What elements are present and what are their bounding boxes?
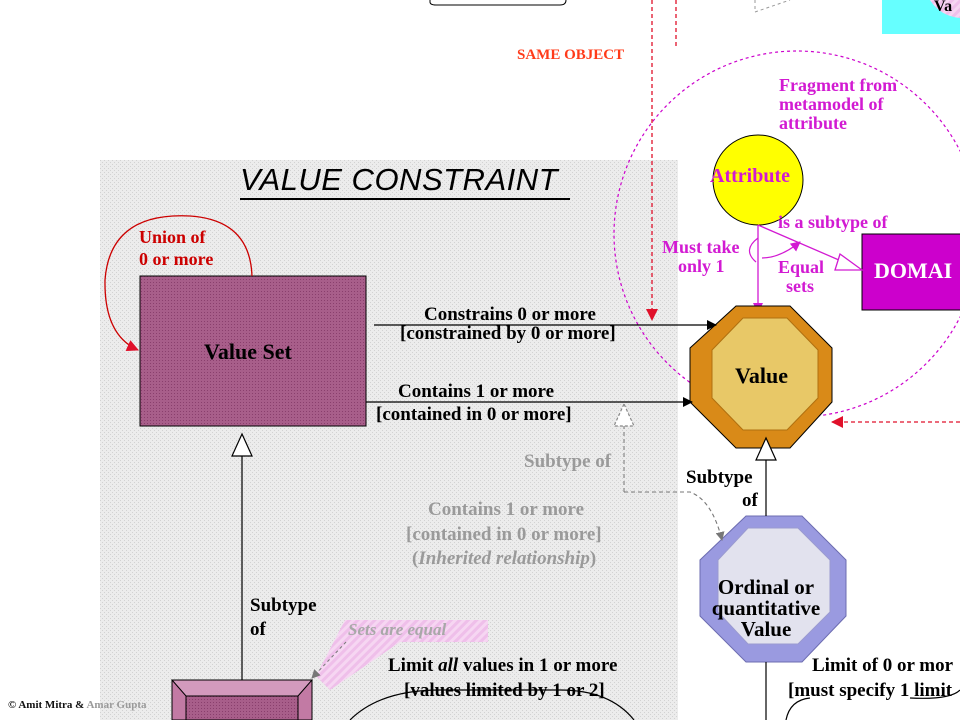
contains-label-2: [contained in 0 or more] — [376, 404, 572, 425]
subtype-left-label-1: Subtype — [250, 595, 317, 616]
value-octagon — [711, 317, 819, 431]
limit-of-arc — [785, 697, 811, 720]
ordinal-octagon — [717, 527, 831, 645]
value-set-box — [139, 275, 367, 427]
equal-sets-label-1: Equal — [778, 257, 825, 277]
constrains-label-1: Constrains 0 or more — [424, 304, 596, 325]
equal-sets-label-2: sets — [786, 276, 814, 296]
value-constraint-title: VALUE CONSTRAINT — [240, 162, 559, 197]
inherited-label-1: Contains 1 or more — [428, 499, 585, 520]
subtype-right-label-2: of — [742, 490, 758, 511]
ordinal-label-2: quantitative — [711, 596, 821, 620]
ordinal-subtype-triangle — [755, 436, 777, 461]
union-label-2: 0 or more — [139, 249, 214, 269]
footer-faded-name: Amar Gupta — [86, 699, 147, 711]
lower-box-top — [170, 679, 314, 697]
limit-all-arc — [349, 689, 635, 720]
fragment-label-1: Fragment from — [779, 75, 898, 95]
attribute-label: Attribute — [710, 165, 790, 187]
inherited-arrow — [624, 491, 725, 541]
fragment-label-3: attribute — [779, 113, 847, 133]
sets-equal-dashed-arrow — [311, 641, 347, 679]
equal-sets-arc — [761, 241, 801, 259]
top-right-hatch — [930, 0, 960, 18]
sets-equal-label: Sets are equal — [348, 620, 447, 639]
top-grey-dashed-line-2 — [754, 0, 791, 13]
is-subtype-of-label: is a subtype of — [778, 212, 888, 232]
inherited-subtype-triangle — [613, 402, 635, 427]
title-underline — [240, 198, 570, 200]
sets-equal-band — [316, 620, 488, 690]
top-right-partial-label: Va — [934, 0, 953, 14]
must-take-label-2: only 1 — [678, 256, 725, 276]
fragment-label-2: metamodel of — [779, 94, 884, 114]
limit-of-label-1: Limit of 0 or mor — [812, 655, 954, 676]
limit-all-label-1: Limit all values in 1 or more — [388, 655, 618, 676]
limit-of-arc-right — [909, 689, 960, 699]
inherited-label-2: [contained in 0 or more] — [406, 524, 602, 545]
subtype-triangle-domain — [834, 252, 864, 271]
ordinal-label-1: Ordinal or — [717, 575, 815, 599]
top-partial-shape — [429, 0, 567, 6]
footer-copyright: © Amit Mitra & Amar Gupta — [8, 699, 147, 711]
valueset-subtype-triangle — [231, 432, 253, 457]
contains-label-1: Contains 1 or more — [398, 381, 555, 402]
ordinal-label-3: Value — [740, 617, 792, 641]
value-set-label: Value Set — [204, 339, 292, 364]
same-object-label: SAME OBJECT — [517, 47, 625, 63]
limit-all-label-2: [values limited by 1 or 2] — [404, 680, 605, 701]
lower-box-front — [185, 695, 299, 720]
domain-label: DOMAI — [874, 258, 953, 283]
must-take-label-1: Must take — [662, 237, 740, 257]
constrains-label-2: [constrained by 0 or more] — [400, 323, 616, 344]
union-loop — [104, 215, 253, 352]
inherited-label-3: (Inherited relationship) — [412, 548, 597, 569]
value-label: Value — [735, 363, 788, 388]
subtype-of-grey-label: Subtype of — [524, 451, 612, 472]
subtype-right-label-1: Subtype — [686, 467, 753, 488]
domain-box — [861, 233, 960, 311]
limit-of-label-2: [must specify 1 limit — [788, 680, 953, 701]
union-label-1: Union of — [139, 227, 206, 247]
subtype-left-label-2: of — [250, 619, 266, 640]
inherited-italic-text: Inherited relationship — [418, 548, 590, 569]
limit-all-italic: all — [438, 655, 459, 676]
must-take-arc — [748, 237, 759, 263]
